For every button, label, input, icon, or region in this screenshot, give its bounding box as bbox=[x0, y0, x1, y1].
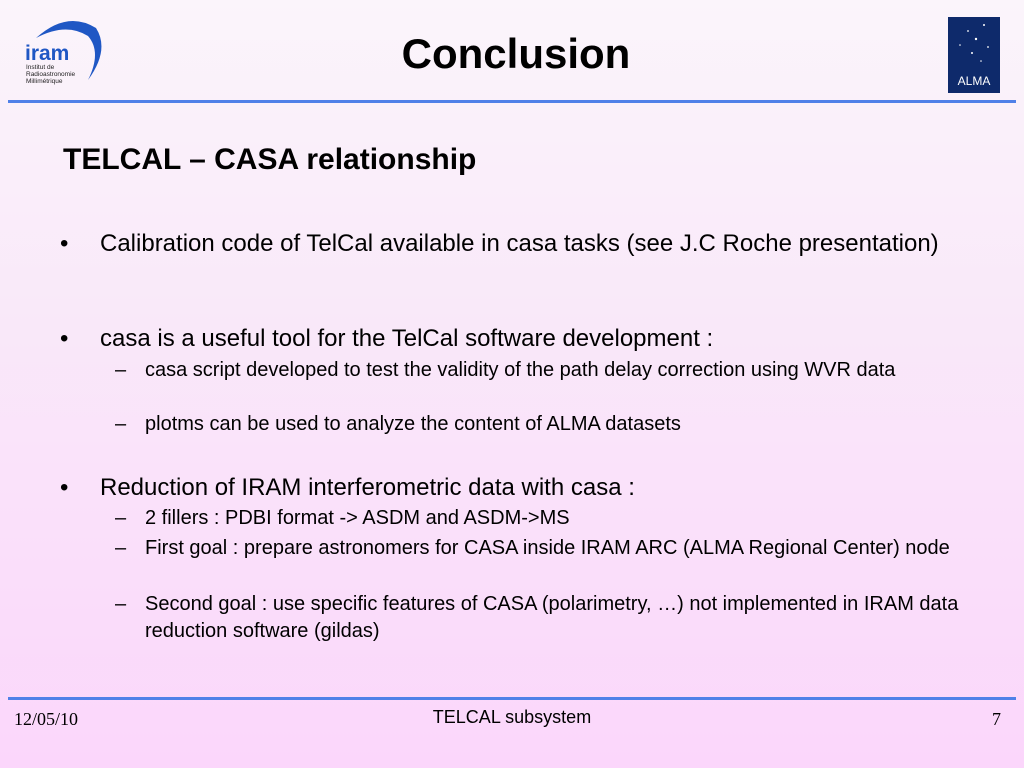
slide-title: Conclusion bbox=[401, 30, 631, 77]
svg-text:iram: iram bbox=[25, 42, 69, 65]
sub-bullet-item: – Second goal : use specific features of… bbox=[115, 591, 965, 645]
footer-title: TELCAL subsystem bbox=[432, 707, 592, 727]
sub-bullet-text: First goal : prepare astronomers for CAS… bbox=[145, 537, 950, 559]
header-divider bbox=[8, 100, 1016, 103]
bullet-marker: • bbox=[60, 325, 69, 352]
alma-logo: ALMA bbox=[948, 17, 1000, 93]
bullet-text: casa is a useful tool for the TelCal sof… bbox=[100, 325, 714, 352]
bullet-item: • Reduction of IRAM interferometric data… bbox=[60, 474, 960, 502]
iram-logo: iram Institut de Radioastronomie Millimé… bbox=[22, 18, 104, 90]
sub-bullet-text: plotms can be used to analyze the conten… bbox=[145, 413, 681, 435]
section-heading: TELCAL – CASA relationship bbox=[63, 143, 477, 176]
sub-bullet-text: Second goal : use specific features of C… bbox=[145, 593, 959, 642]
sub-bullet-item: – First goal : prepare astronomers for C… bbox=[115, 536, 965, 561]
sub-bullet-text: casa script developed to test the validi… bbox=[145, 359, 896, 381]
bullet-item: • Calibration code of TelCal available i… bbox=[60, 230, 960, 258]
sub-bullet-marker: – bbox=[115, 537, 127, 559]
footer-divider bbox=[8, 697, 1016, 700]
sub-bullet-marker: – bbox=[115, 593, 127, 615]
svg-text:Millimétrique: Millimétrique bbox=[26, 78, 63, 85]
sub-bullet-item: – 2 fillers : PDBI format -> ASDM and AS… bbox=[115, 506, 965, 531]
bullet-item: • casa is a useful tool for the TelCal s… bbox=[60, 325, 960, 353]
bullet-marker: • bbox=[60, 474, 69, 501]
bullet-text: Calibration code of TelCal available in … bbox=[100, 230, 939, 257]
bullet-text: Reduction of IRAM interferometric data w… bbox=[100, 474, 635, 501]
sub-bullet-marker: – bbox=[115, 413, 127, 435]
page-number: 7 bbox=[992, 709, 1001, 729]
sub-bullet-marker: – bbox=[115, 359, 127, 381]
bullet-marker: • bbox=[60, 230, 69, 257]
sub-bullet-marker: – bbox=[115, 507, 127, 529]
sub-bullet-item: – plotms can be used to analyze the cont… bbox=[115, 412, 965, 437]
sub-bullet-text: 2 fillers : PDBI format -> ASDM and ASDM… bbox=[145, 507, 570, 529]
svg-text:Radioastronomie: Radioastronomie bbox=[26, 71, 76, 78]
svg-text:Institut de: Institut de bbox=[26, 64, 55, 71]
svg-text:ALMA: ALMA bbox=[958, 74, 991, 88]
footer-date: 12/05/10 bbox=[14, 709, 79, 729]
sub-bullet-item: – casa script developed to test the vali… bbox=[115, 358, 965, 383]
